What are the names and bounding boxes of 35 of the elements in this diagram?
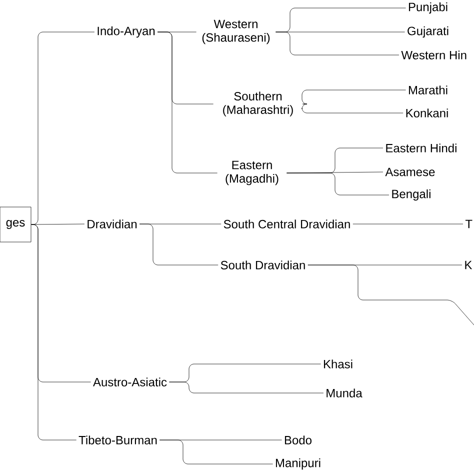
language-label: Western (Shauraseni): [202, 20, 270, 44]
language-label: Khasi: [324, 360, 352, 368]
language-label: T: [465, 220, 472, 228]
tree-line: [276, 32, 400, 56]
language-label: South Dravidian: [220, 260, 305, 270]
language-label: Punjabi: [408, 2, 448, 14]
tree-line: [139, 224, 218, 266]
tree-line: [169, 382, 324, 394]
language-label: Bodo: [284, 436, 312, 444]
language-label: Bengali: [392, 189, 430, 201]
language-label: Eastern Hindi: [386, 144, 456, 152]
language-label: Eastern (Magadhi): [226, 160, 278, 186]
language-label: Western Hin: [401, 50, 466, 60]
language-label: South Central Dravidian: [224, 220, 350, 228]
language-label: Indo-Aryan: [98, 26, 155, 38]
tree-line: [286, 172, 390, 196]
language-label: Gujarati: [408, 26, 448, 38]
tree-line: [302, 104, 404, 114]
tree-line: [157, 32, 218, 174]
language-label: K: [465, 260, 472, 270]
language-label: Konkani: [406, 108, 448, 118]
language-label: Southern (Maharashtri): [223, 92, 293, 116]
language-label: Tibeto-Burman: [78, 436, 157, 444]
language-label: Asamese: [385, 168, 435, 176]
language-label: Manipuri: [276, 458, 320, 470]
tree-line: [159, 440, 273, 464]
tree-line: [302, 90, 406, 104]
language-label: Munda: [326, 388, 362, 398]
language-label: Marathi: [408, 86, 448, 94]
tree-line: [31, 224, 77, 440]
root-box: ges: [0, 206, 32, 242]
language-label: Austro-Asiatic: [93, 378, 167, 386]
language-label: Dravidian: [88, 220, 137, 228]
tree-line: [31, 224, 85, 225]
tree-line: [308, 264, 474, 326]
